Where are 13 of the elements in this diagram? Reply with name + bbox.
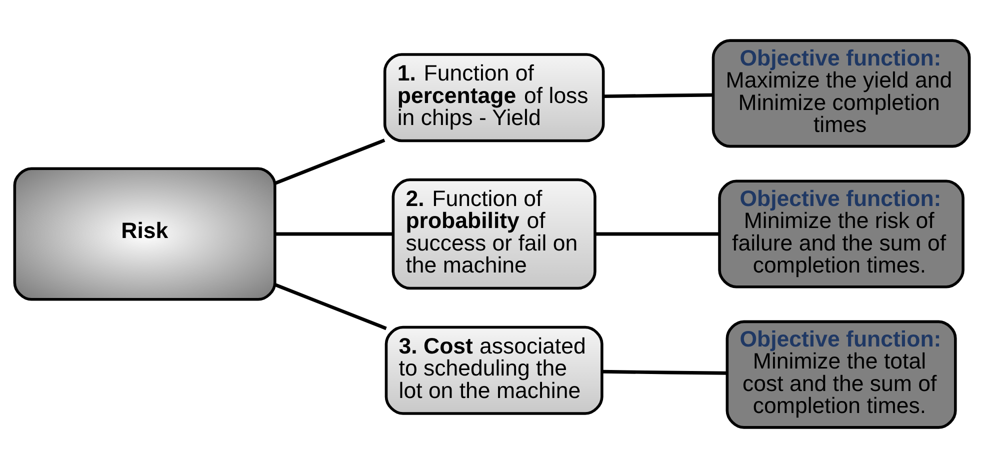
connector — [275, 232, 393, 236]
node-box: Objective function: Minimize the total cost and the sum of completion times. — [726, 320, 957, 429]
connector — [274, 138, 386, 185]
connector — [274, 283, 387, 330]
node-box: Objective function: Maximize the yield and Minimize completion times — [712, 39, 971, 148]
node-box: 2. Function of probability of success or fail on the machine — [392, 178, 596, 290]
node-box: Objective function: Minimize the risk of failure and the sum of completion times. — [718, 180, 964, 288]
connector — [603, 93, 713, 98]
connector — [602, 370, 727, 375]
connector — [595, 232, 720, 236]
node-box: 3. Cost associated to scheduling the lot on the machine — [384, 326, 604, 415]
node-box: 1. Function of percentage of loss in chips - Yield — [383, 53, 605, 142]
node-box: Risk — [13, 167, 276, 301]
